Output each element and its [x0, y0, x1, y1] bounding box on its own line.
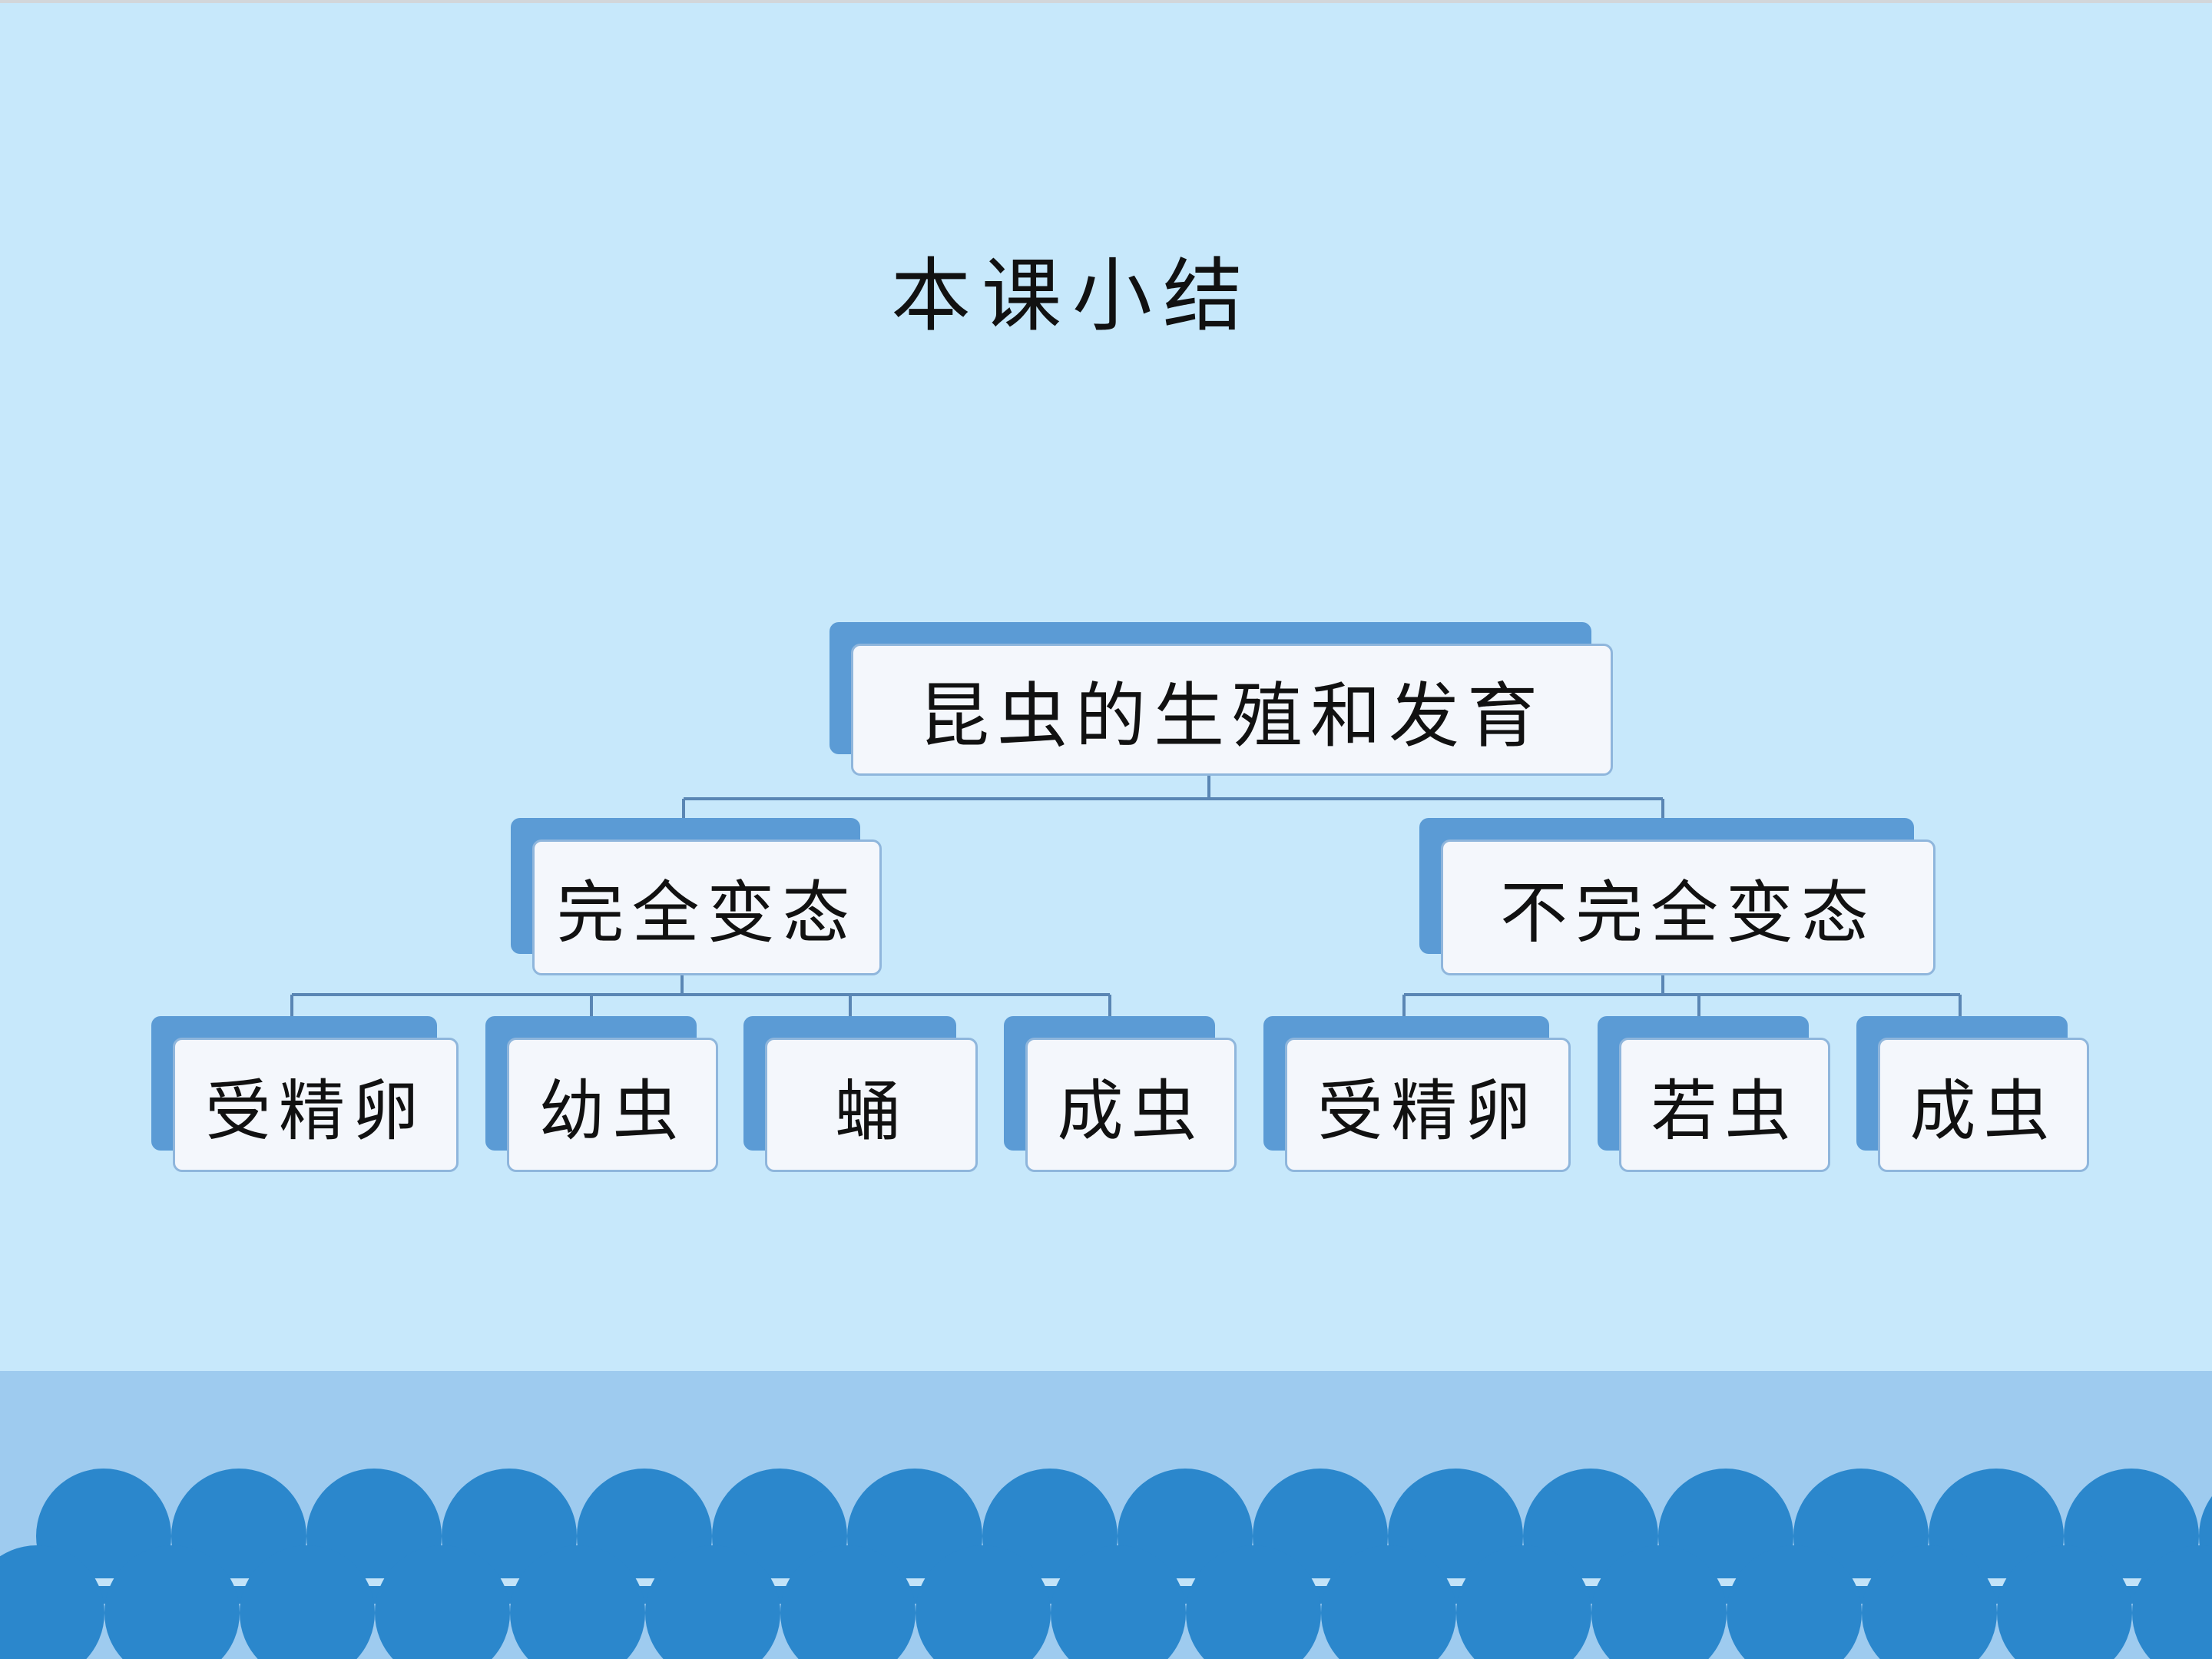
wave-scallop	[1591, 1545, 1727, 1659]
wave-scallop	[375, 1545, 510, 1659]
node-label: 蛹	[765, 1038, 978, 1172]
node-label: 受精卵	[173, 1038, 459, 1172]
wave-scallop	[104, 1545, 240, 1659]
wave-scallop	[1051, 1545, 1186, 1659]
node-label: 受精卵	[1285, 1038, 1571, 1172]
wave-scallop	[1456, 1545, 1591, 1659]
node-complete-metamorphosis: 完全变态	[511, 818, 882, 975]
node-label: 成虫	[1025, 1038, 1237, 1172]
node-root: 昆虫的生殖和发育	[830, 622, 1613, 776]
slide-title: 本课小结	[891, 249, 1254, 343]
node-adult: 成虫	[1004, 1016, 1237, 1172]
wave-scallop	[916, 1545, 1051, 1659]
wave-scallop	[780, 1545, 916, 1659]
wave-scallop	[2132, 1545, 2212, 1659]
node-fertilized-egg: 受精卵	[151, 1016, 459, 1172]
node-pupa: 蛹	[743, 1016, 978, 1172]
node-fertilized-egg: 受精卵	[1263, 1016, 1571, 1172]
node-label: 完全变态	[532, 839, 882, 975]
node-nymph: 若虫	[1598, 1016, 1830, 1172]
wave-scallop	[240, 1545, 375, 1659]
node-incomplete-metamorphosis: 不完全变态	[1419, 818, 1936, 975]
node-label: 成虫	[1878, 1038, 2089, 1172]
wave-row-bottom	[0, 1545, 2212, 1659]
wave-scallop	[1862, 1545, 1997, 1659]
wave-scallop	[645, 1545, 780, 1659]
wave-scallop	[1186, 1545, 1321, 1659]
wave-scallop	[1321, 1545, 1456, 1659]
wave-scallop	[1997, 1545, 2132, 1659]
wave-scallop	[510, 1545, 645, 1659]
node-label: 若虫	[1619, 1038, 1830, 1172]
node-label: 昆虫的生殖和发育	[851, 644, 1613, 776]
node-larva: 幼虫	[485, 1016, 718, 1172]
wave-decoration	[0, 1469, 2212, 1659]
wave-scallop	[1727, 1545, 1862, 1659]
wave-scallop	[0, 1545, 104, 1659]
node-label: 幼虫	[507, 1038, 718, 1172]
top-border	[0, 0, 2212, 3]
node-label: 不完全变态	[1441, 839, 1936, 975]
node-adult: 成虫	[1856, 1016, 2089, 1172]
